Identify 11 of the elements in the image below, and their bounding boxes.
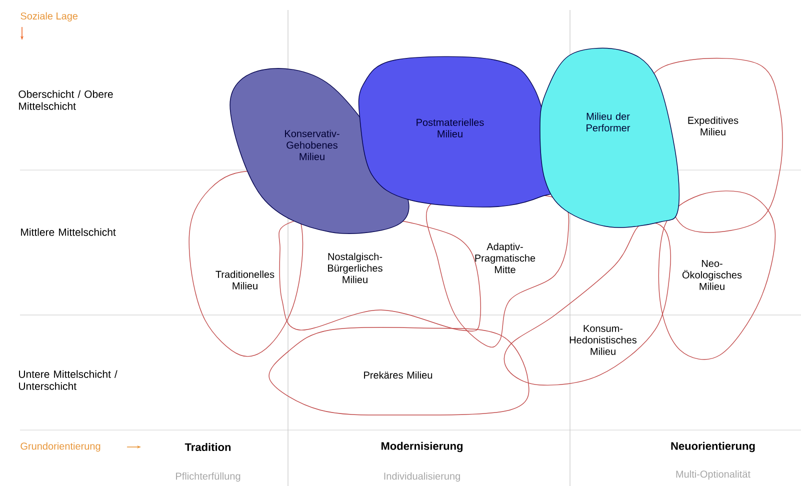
column-heading: Modernisierung xyxy=(382,442,463,452)
axis-label: Grundorientierung xyxy=(20,442,100,452)
row-label: Oberschicht / Obere Mittelschicht xyxy=(18,90,113,110)
column-subheading: Multi-Optionalität xyxy=(676,470,750,480)
axis-label: Soziale Lage xyxy=(20,12,78,22)
column-heading: Neuorientierung xyxy=(671,442,755,452)
row-label: Mittlere Mittelschicht xyxy=(21,228,116,236)
column-subheading: Individualisierung xyxy=(384,472,460,482)
column-subheading: Pflichterfüllung xyxy=(176,472,240,482)
column-heading: Tradition xyxy=(184,442,231,452)
row-label: Untere Mittelschicht / Unterschicht xyxy=(19,370,118,390)
